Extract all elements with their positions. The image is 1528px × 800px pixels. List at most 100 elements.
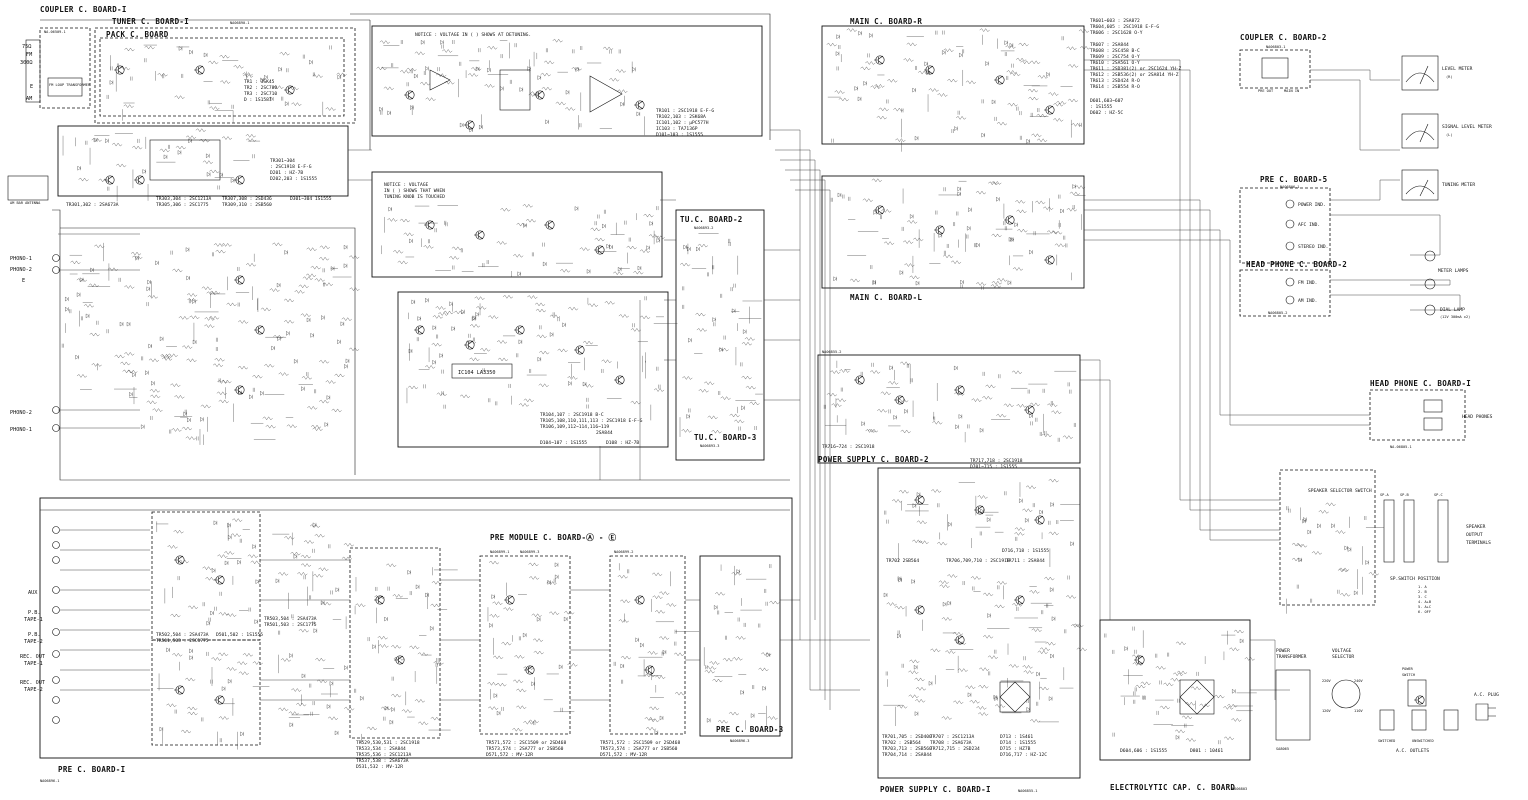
- component-cluster: [272, 522, 354, 635]
- electrolytic-bridge: [1179, 679, 1215, 715]
- main-part-2: TR606 : 2SC1628 O-Y: [1090, 30, 1143, 36]
- transistor-leads: [954, 385, 964, 395]
- headphone2-title: HEAD PHONE C. BOARD-2: [1246, 260, 1347, 269]
- ic104-label: IC104 LA3350: [458, 370, 495, 376]
- voltage-opt-2: 120V: [1322, 709, 1331, 713]
- sp-position-4: 5. A+C: [1418, 605, 1431, 609]
- power1-part-0: TR701,705 : 2SD400: [882, 734, 932, 740]
- rca-jack[interactable]: [52, 716, 60, 724]
- pre1-outline: [39, 497, 793, 759]
- power2-partno: NA06855-2: [822, 350, 841, 354]
- transistor-leads: [414, 325, 424, 335]
- voltage-selector[interactable]: [1331, 679, 1361, 709]
- sp-c-terminal[interactable]: [1437, 499, 1449, 563]
- phono-jack[interactable]: [52, 406, 60, 414]
- coupler-part-tr303: TR303,304 : 2SC1213A: [156, 196, 212, 202]
- power1-part-1: TR702 : 2SB564: [882, 740, 921, 746]
- power2-outline: [817, 354, 1081, 464]
- phono-jack[interactable]: [52, 254, 60, 262]
- rca-jack[interactable]: [52, 676, 60, 684]
- component-cluster: [406, 294, 678, 421]
- transistor-leads: [1034, 515, 1044, 525]
- component-cluster: [704, 564, 780, 730]
- aux-jacks: [52, 526, 60, 724]
- pre-voltage-note-3: TUNING KNOB IS TOUCHED: [384, 194, 445, 200]
- rca-jack[interactable]: [52, 650, 60, 658]
- main-part-9: TR613 : 2SD424 R-O: [1090, 78, 1140, 84]
- phono-jack[interactable]: [52, 266, 60, 274]
- sp-b-terminal[interactable]: [1403, 499, 1415, 563]
- rca-jack[interactable]: [52, 526, 60, 534]
- power-switch[interactable]: [1407, 679, 1427, 707]
- tu-part-tr106b: 2SA844: [596, 430, 613, 436]
- pre-module-partno-1: NA06899-1: [490, 550, 509, 554]
- component-cluster: [679, 233, 763, 437]
- sp-position-3: 4. A+B: [1418, 600, 1431, 604]
- tuner-part-tr101: TR101 : 2SC1918 E-F-G: [656, 108, 714, 114]
- wiring: [40, 13, 1461, 759]
- pre-module-part-a: TR529,530,531 : 2SC1918: [356, 740, 420, 746]
- outlet-2: [1411, 709, 1427, 731]
- antenna-terminal[interactable]: [25, 39, 41, 103]
- main-part-10: TR614 : 2SB554 R-O: [1090, 84, 1140, 90]
- main-l-outline: [821, 175, 1085, 289]
- signal-level-meter: [1401, 113, 1439, 149]
- power2-part-d701: D701~715 : 1S1555: [970, 464, 1017, 470]
- rca-jack[interactable]: [52, 696, 60, 704]
- transistor-leads: [464, 340, 474, 350]
- pre-module-part-h: D571,572 : MV-12R: [486, 752, 533, 758]
- stereo-ind-label: STEREO IND.: [1298, 244, 1328, 250]
- main-part-5: TR609 : 2SC754 O-Y: [1090, 54, 1140, 60]
- coupler-part-d202: D202,203 : 1S1555: [270, 176, 317, 182]
- level-meter-sub: (R): [1446, 75, 1453, 79]
- tuner1-partno: NA06890-1: [230, 21, 249, 25]
- pre-module-part-f2: TR571,572 : 2SC1509 or 2SD468: [600, 740, 680, 746]
- rca-jack[interactable]: [52, 606, 60, 614]
- pre5-partno: NA06806-1: [1280, 185, 1299, 189]
- ic101-symbol: [429, 69, 451, 91]
- main-part-3: TR607 : 2SA844: [1090, 42, 1129, 48]
- sp-a-label: SP-A: [1380, 493, 1389, 497]
- power1-mid-tr711: TR711 : 2SA844: [1006, 558, 1045, 564]
- phono-jack[interactable]: [52, 424, 60, 432]
- pack-outline: [99, 37, 345, 117]
- headphone1-partno: NA-06805-1: [1390, 445, 1412, 449]
- meter-lamps-label: METER LAMPS: [1438, 268, 1469, 274]
- rca-jack[interactable]: [52, 541, 60, 549]
- pre-module-d-outline: [479, 555, 571, 735]
- pre5-outline: [1239, 187, 1331, 264]
- power1-part-10: D716,717 : HZ-12C: [1000, 752, 1047, 758]
- transistor-leads: [174, 555, 184, 565]
- power1-partno: NA06855-1: [1018, 789, 1037, 793]
- rca-jack[interactable]: [52, 628, 60, 636]
- pre-module-c-outline: [349, 547, 441, 739]
- rca-jack[interactable]: [52, 556, 60, 564]
- dial-lamp-sub: (12V 300mA x2): [1440, 315, 1470, 319]
- electrolytic-partno: NA06803: [1232, 787, 1247, 791]
- rca-jack[interactable]: [52, 586, 60, 594]
- transistor-leads: [954, 635, 964, 645]
- fm-loop-transformer: [47, 77, 83, 97]
- transistor-leads: [614, 375, 624, 385]
- transistor-leads: [644, 665, 654, 675]
- power1-part-9: D715 : HZ7B: [1000, 746, 1031, 752]
- transistor-leads: [104, 175, 114, 185]
- speaker-terminals-2: OUTPUT: [1466, 532, 1483, 538]
- pre1-part-tr501: TR501,503 : 2SC1775: [156, 638, 209, 644]
- pre-module-part-e: D531,532 : MV-12R: [356, 764, 403, 770]
- sp-a-terminal[interactable]: [1383, 499, 1395, 563]
- tape1-label: TAPE-1: [24, 617, 43, 623]
- voltage-opt-1: 240V: [1354, 679, 1363, 683]
- meters: LEVEL METER (R) SIGNAL LEVEL METER (L) T…: [1401, 55, 1492, 201]
- component-cluster: [826, 28, 1091, 152]
- transistor-leads: [924, 65, 934, 75]
- pre-module-partno-2: NA06899-3: [520, 550, 539, 554]
- transistor-leads: [1044, 105, 1054, 115]
- component-cluster: [156, 518, 261, 626]
- power1-title: POWER SUPPLY C. BOARD-I: [880, 785, 991, 794]
- component-cluster: [613, 563, 700, 735]
- transistor-leads: [214, 575, 224, 585]
- headphone-jack-2[interactable]: [1423, 417, 1443, 431]
- headphone-jack-1[interactable]: [1423, 399, 1443, 413]
- pre-module-e-outline: [609, 555, 686, 735]
